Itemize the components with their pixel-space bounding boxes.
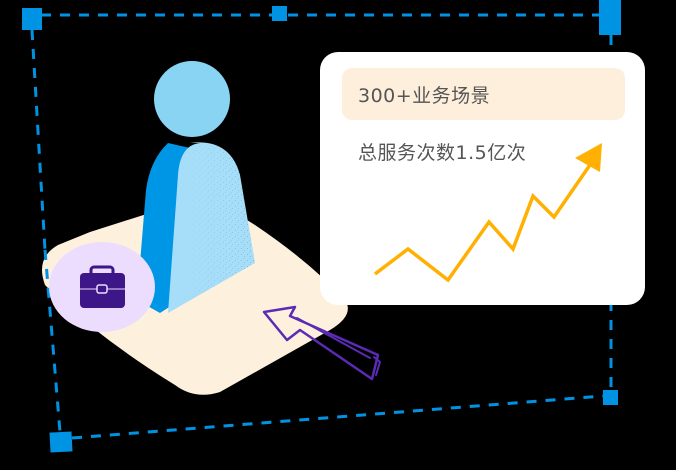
total-services-label: 总服务次数1.5亿次	[358, 142, 527, 164]
hand-drawn-arrow-icon	[262, 305, 381, 381]
frame-handle-bottom-left	[49, 431, 73, 453]
frame-handle-top-right	[599, 0, 621, 35]
briefcase-badge	[49, 242, 155, 332]
stats-card: 300+业务场景 总服务次数1.5亿次	[320, 52, 645, 305]
frame-handle-top-left	[22, 8, 42, 30]
person-icon	[137, 61, 255, 313]
briefcase-icon	[80, 265, 125, 308]
frame-handle-top-middle	[272, 6, 287, 21]
highlight-bar: 300+业务场景	[342, 68, 625, 120]
frame-handle-bottom-right	[603, 390, 618, 405]
business-scenarios-label: 300+业务场景	[358, 85, 491, 107]
